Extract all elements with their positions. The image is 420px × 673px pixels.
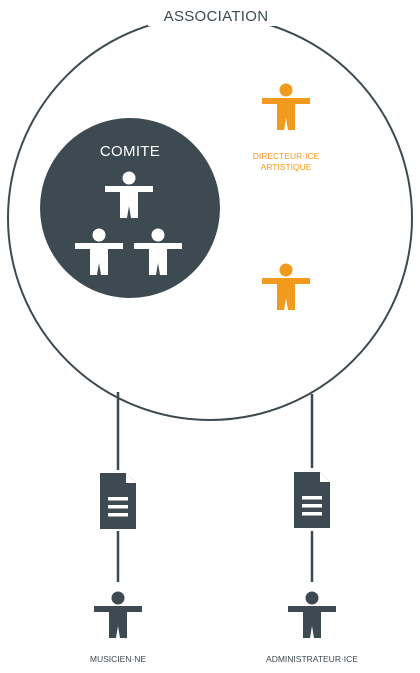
- musician-person-icon: [94, 591, 142, 638]
- member-person-icon: [262, 263, 310, 310]
- document-icon: [100, 473, 136, 529]
- musician-label: MUSICIEN·NE: [90, 654, 147, 664]
- association-label: ASSOCIATION: [164, 8, 269, 25]
- director-label-line2: ARTISTIQUE: [261, 162, 312, 172]
- administrator-person-icon: [288, 591, 336, 638]
- comite-label: COMITE: [100, 143, 160, 160]
- association-label-bg: [148, 4, 284, 26]
- director-label-line1: DIRECTEUR·ICE: [253, 151, 320, 161]
- document-icon: [294, 472, 330, 528]
- director-person-icon: [262, 83, 310, 130]
- administrator-label: ADMINISTRATEUR·ICE: [266, 654, 358, 664]
